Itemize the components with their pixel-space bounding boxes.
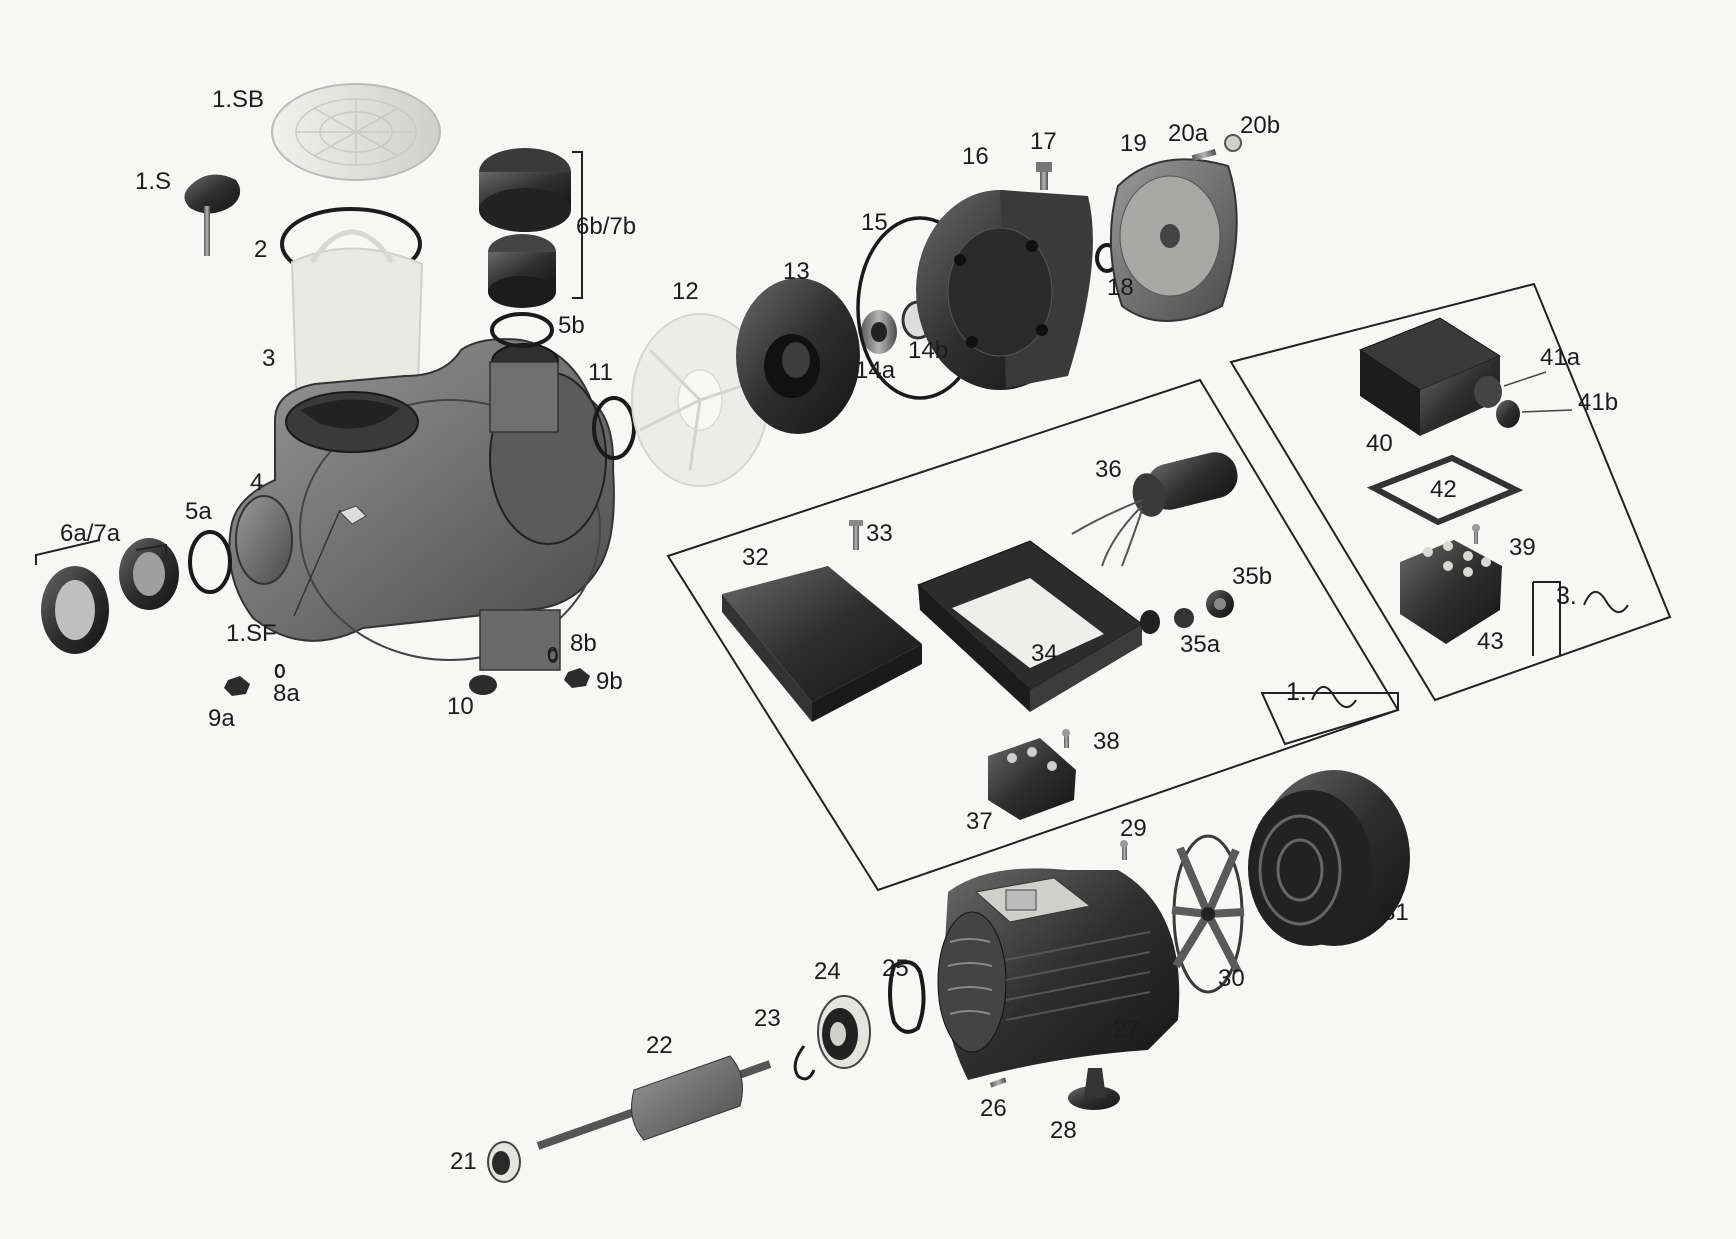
- label-5b: 5b: [558, 312, 585, 339]
- label-15: 15: [861, 209, 888, 236]
- label-35b: 35b: [1232, 563, 1273, 590]
- label-5a: 5a: [185, 498, 212, 525]
- oring-25: [888, 960, 926, 1034]
- terminal-block-37: [988, 738, 1076, 820]
- fan-cover-31: [1248, 770, 1410, 946]
- label-19: 19: [1120, 130, 1147, 157]
- rotor-22: [536, 1055, 772, 1150]
- capacitor-36: [1071, 452, 1238, 567]
- label-10: 10: [447, 693, 474, 720]
- label-small-o-8a: 0: [274, 661, 286, 683]
- oring-5a: [188, 530, 232, 594]
- label-36: 36: [1095, 456, 1122, 483]
- drain-plugs: [224, 649, 590, 696]
- label-1sb: 1.SB: [212, 86, 265, 113]
- bearing-24: [817, 995, 871, 1069]
- terminal-block-43: [1400, 540, 1502, 644]
- label-8a: 8a: [273, 680, 300, 707]
- gland-41a-41b: [1474, 371, 1573, 428]
- label-small-o-8b: 0: [547, 644, 559, 666]
- screw-38: [1062, 729, 1070, 748]
- label-13: 13: [783, 258, 810, 285]
- foot-28: [1068, 1068, 1120, 1110]
- phase-wave-icons: [1311, 591, 1629, 708]
- label-23: 23: [754, 1005, 781, 1032]
- label-32: 32: [742, 544, 769, 571]
- terminal-box-34: [917, 540, 1160, 712]
- label-20a: 20a: [1168, 120, 1209, 147]
- impeller-13: [736, 278, 860, 434]
- label-16: 16: [962, 143, 989, 170]
- union-6b7b: [479, 148, 583, 348]
- cover-32: [722, 566, 922, 722]
- label-24: 24: [814, 958, 841, 985]
- screw-33: [849, 520, 863, 550]
- knob-1s: [184, 174, 241, 256]
- oring-11: [592, 396, 636, 460]
- label-1s: 1.S: [135, 168, 172, 195]
- label-22: 22: [646, 1032, 673, 1059]
- label-37: 37: [966, 808, 993, 835]
- label-33: 33: [866, 520, 893, 547]
- label-20b: 20b: [1240, 112, 1281, 139]
- label-9a: 9a: [208, 705, 235, 732]
- gland-35a-35b: [1174, 590, 1234, 628]
- bearing-21: [487, 1141, 521, 1183]
- label-38: 38: [1093, 728, 1120, 755]
- label-1sf: 1.SF: [226, 620, 277, 647]
- label-40: 40: [1366, 430, 1393, 457]
- screw-39: [1472, 524, 1480, 544]
- label-29: 29: [1120, 815, 1147, 842]
- label-41b: 41b: [1578, 389, 1619, 416]
- label-26: 26: [980, 1095, 1007, 1122]
- label-6b7b: 6b/7b: [576, 213, 637, 240]
- fan-30: [1171, 834, 1245, 994]
- label-21: 21: [450, 1148, 477, 1175]
- three-phase-box: [1229, 282, 1672, 702]
- screw-29: [1120, 840, 1128, 860]
- diffuser-12: [631, 313, 769, 487]
- label-6a7a: 6a/7a: [60, 520, 121, 547]
- label-31: 31: [1382, 899, 1409, 926]
- label-28: 28: [1050, 1117, 1077, 1144]
- pump-housing: [228, 338, 615, 671]
- label-30: 30: [1218, 965, 1245, 992]
- label-27: 27: [1113, 1016, 1140, 1043]
- label-25: 25: [882, 955, 909, 982]
- gasket-42: [1366, 454, 1524, 526]
- circlip-23: [793, 1045, 816, 1081]
- label-2: 2: [254, 236, 268, 263]
- label-3: 3: [262, 345, 276, 372]
- label-42: 42: [1430, 476, 1457, 503]
- screw-17: [1036, 162, 1052, 190]
- label-12: 12: [672, 278, 699, 305]
- label-39: 39: [1509, 534, 1536, 561]
- label-18: 18: [1107, 274, 1134, 301]
- label-14a: 14a: [855, 357, 896, 384]
- motor-stator-27: [937, 868, 1180, 1080]
- terminal-box-40: [1358, 317, 1502, 436]
- label-43: 43: [1477, 628, 1504, 655]
- label-35a: 35a: [1180, 631, 1221, 658]
- label-8b: 8b: [570, 630, 597, 657]
- bolt-20a-20b: [1191, 134, 1242, 162]
- screw-26: [989, 1077, 1007, 1088]
- label-9b: 9b: [596, 668, 623, 695]
- flange-16: [916, 190, 1093, 390]
- back-plate-19: [1109, 158, 1238, 322]
- label-34: 34: [1031, 640, 1058, 667]
- union-6a7a: [35, 538, 179, 654]
- basket-lid-1sb: [271, 83, 441, 181]
- single-phase-box: [666, 378, 1400, 892]
- label-17: 17: [1030, 128, 1057, 155]
- label-4: 4: [250, 469, 264, 496]
- three-phase-label: 3.: [1556, 582, 1577, 610]
- label-14b: 14b: [908, 337, 949, 364]
- label-11: 11: [588, 359, 613, 386]
- label-41a: 41a: [1540, 344, 1581, 371]
- single-phase-label: 1.: [1286, 678, 1307, 706]
- leader-lines: [293, 509, 341, 617]
